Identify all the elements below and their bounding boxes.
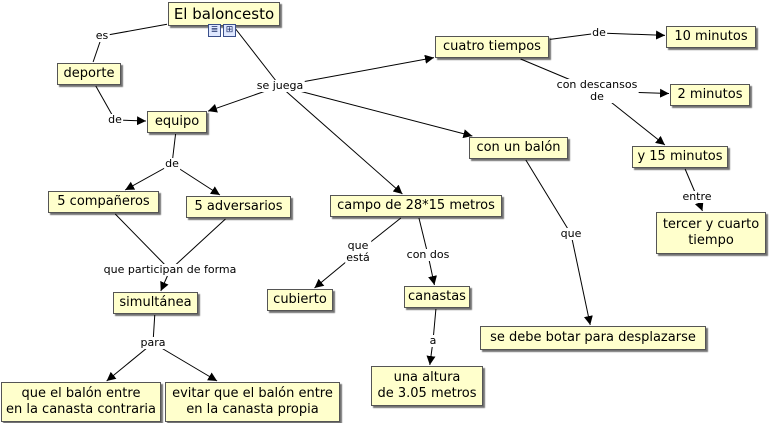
linking-phrase-a[interactable]: a xyxy=(428,334,438,347)
concept-canasta-propia[interactable]: evitar que el balón entre en la canasta … xyxy=(165,382,340,422)
concept-companeros[interactable]: 5 compañeros xyxy=(48,191,159,213)
link-balon-to-que-balon xyxy=(525,159,572,235)
linking-phrase-entre[interactable]: entre xyxy=(681,190,713,203)
concept-baloncesto[interactable]: El baloncesto xyxy=(168,2,280,26)
document-resource-icon[interactable]: ≣ xyxy=(208,24,221,37)
linking-phrase-que-balon[interactable]: que xyxy=(559,227,583,240)
link-baloncesto-to-es xyxy=(101,23,168,37)
link-para-to-canasta-contraria xyxy=(106,342,154,382)
concept-simultanea[interactable]: simultánea xyxy=(113,292,198,314)
concept-map-resource-icon[interactable]: ⊞ xyxy=(223,24,236,37)
link-de-equipo-to-adversarios xyxy=(171,163,221,196)
link-baloncesto-to-se-juega xyxy=(233,26,281,87)
linking-phrase-se-juega[interactable]: se juega xyxy=(255,79,305,92)
link-se-juega-to-cuatro-tiempos xyxy=(279,54,435,87)
concept-dos-minutos[interactable]: 2 minutos xyxy=(670,84,750,106)
link-se-juega-to-balon xyxy=(279,85,473,139)
linking-phrase-para[interactable]: para xyxy=(139,336,167,349)
link-campo-to-con-dos xyxy=(418,217,429,256)
link-de-tiempos-to-diez-minutos xyxy=(598,30,666,40)
concept-equipo[interactable]: equipo xyxy=(147,111,207,133)
concept-campo[interactable]: campo de 28*15 metros xyxy=(330,195,502,217)
linking-phrase-que-esta[interactable]: que está xyxy=(345,239,371,264)
concept-altura[interactable]: una altura de 3.05 metros xyxy=(371,366,483,406)
link-que-balon-to-botar xyxy=(570,233,593,326)
concept-deporte[interactable]: deporte xyxy=(57,63,121,85)
linking-phrase-de-deporte[interactable]: de xyxy=(107,113,123,126)
link-companeros-to-participan xyxy=(114,213,171,271)
link-se-juega-to-campo xyxy=(279,85,403,195)
concept-quince-minutos[interactable]: y 15 minutos xyxy=(632,146,728,168)
linking-phrase-participan[interactable]: que participan de forma xyxy=(102,263,238,276)
concept-adversarios[interactable]: 5 adversarios xyxy=(186,196,291,218)
linking-phrase-con-descansos[interactable]: con descansos de xyxy=(555,78,639,103)
concept-tercer-cuarto[interactable]: tercer y cuarto tiempo xyxy=(656,212,766,254)
link-adversarios-to-participan xyxy=(169,218,226,271)
concept-canasta-contraria[interactable]: que el balón entre en la canasta contrar… xyxy=(1,382,161,422)
linking-phrase-es[interactable]: es xyxy=(94,29,110,42)
concept-cubierto[interactable]: cubierto xyxy=(267,289,333,311)
concept-balon[interactable]: con un balón xyxy=(469,137,568,159)
linking-phrase-de-equipo[interactable]: de xyxy=(164,157,180,170)
concept-canastas[interactable]: canastas xyxy=(404,286,470,308)
link-para-to-canasta-propia xyxy=(152,342,218,382)
concept-botar[interactable]: se debe botar para desplazarse xyxy=(480,326,706,350)
linking-phrase-de-tiempos[interactable]: de xyxy=(591,26,607,39)
link-cuatro-tiempos-to-de-tiempos xyxy=(549,32,600,40)
linking-phrase-con-dos[interactable]: con dos xyxy=(405,248,451,261)
concept-cuatro-tiempos[interactable]: cuatro tiempos xyxy=(435,36,549,58)
concept-diez-minutos[interactable]: 10 minutos xyxy=(666,26,756,48)
